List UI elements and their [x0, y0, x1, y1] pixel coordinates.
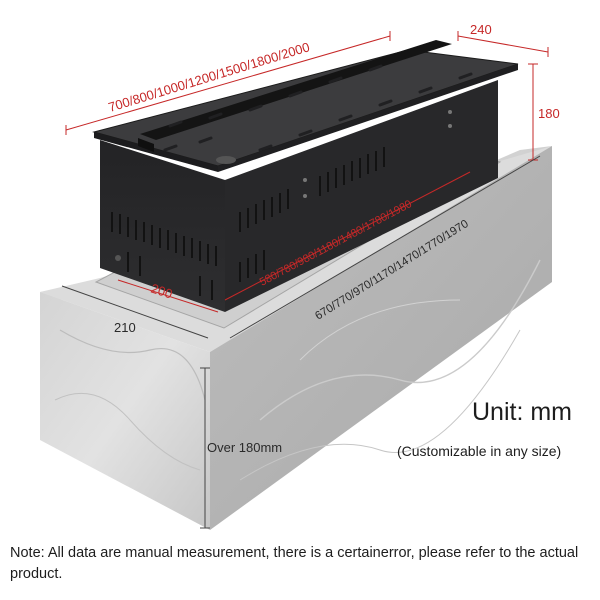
cabinet-side-face	[210, 146, 552, 530]
insert-top-plate-edge	[218, 64, 518, 172]
cabinet-front-face	[40, 292, 210, 530]
insert-body-front	[100, 140, 225, 312]
marble-vein	[54, 392, 201, 471]
dim-line-opening-depth	[61, 285, 209, 339]
unit-label: Unit: mm	[472, 398, 572, 426]
marble-vein	[299, 299, 461, 361]
bolt	[448, 124, 452, 128]
bolt	[448, 110, 452, 114]
dimension-lines	[65, 31, 549, 313]
label-cabinet-depth: Over 180mm	[207, 440, 282, 455]
dim-line-top-depth	[457, 35, 549, 53]
front-grille	[111, 212, 217, 300]
dim-line-insert-length	[224, 171, 471, 301]
bolt	[115, 255, 121, 261]
label-opening-depth: 210	[114, 320, 136, 335]
disclaimer-note: Note: All data are manual measurement, t…	[10, 545, 579, 582]
dim-line-insert-depth	[117, 279, 219, 313]
control-knob	[216, 156, 236, 164]
marble-vein	[59, 329, 206, 401]
marble-vein	[259, 259, 541, 421]
label-insert-depth: 200	[149, 281, 174, 302]
fireplace-insert	[92, 40, 519, 312]
side-grille	[239, 147, 385, 282]
dim-line-opening-length	[229, 155, 541, 339]
bolt	[303, 194, 307, 198]
customizable-label: (Customizable in any size)	[397, 443, 562, 459]
dimension-lines-dark	[61, 155, 541, 529]
bolt	[303, 178, 307, 182]
insert-top-plate-edge	[94, 132, 218, 172]
dim-line-top-length	[65, 35, 391, 131]
marble-vein	[239, 329, 521, 481]
top-vents	[163, 64, 473, 152]
insert-body-side	[225, 80, 498, 312]
burner-slot-lid	[138, 138, 154, 152]
label-height: 180	[538, 106, 560, 121]
label-top-depth: 240	[470, 22, 492, 37]
